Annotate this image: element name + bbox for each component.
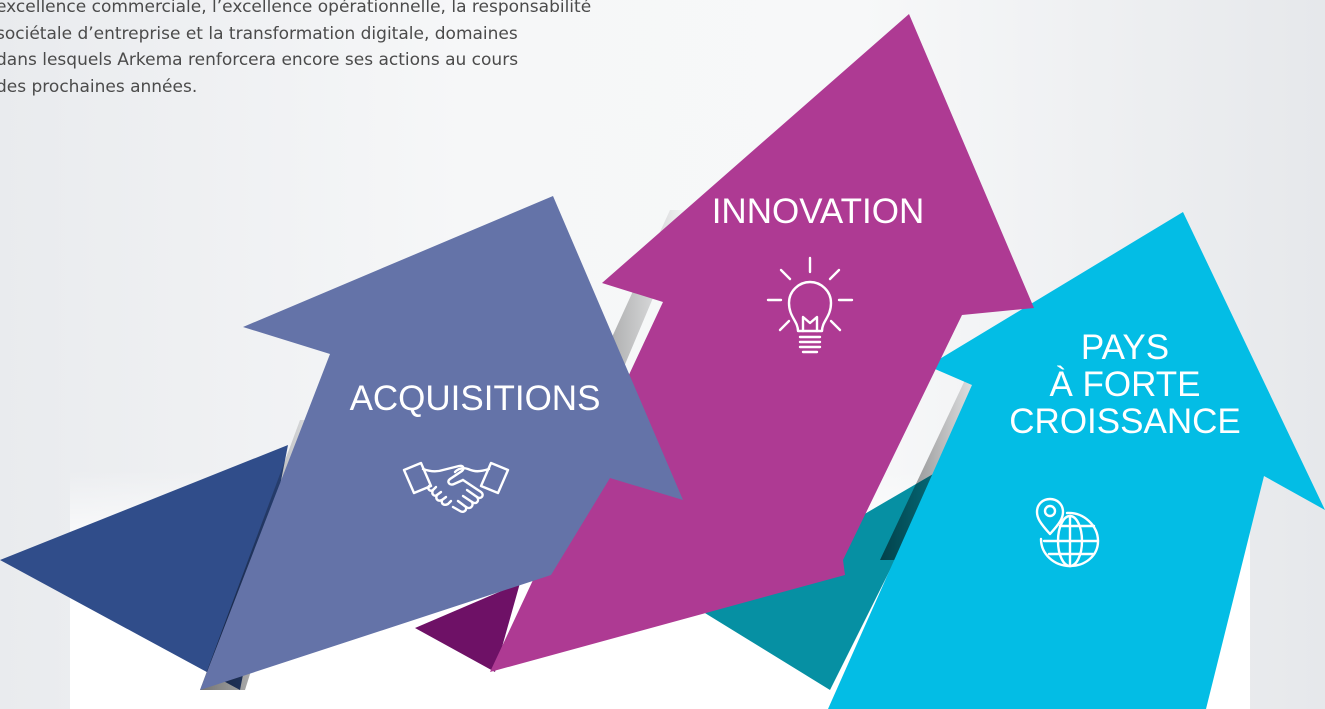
intro-line-4: des prochaines années. [0,76,198,97]
pays-label-line-3: CROISSANCE [1009,402,1241,441]
acquisitions-arrow [200,196,683,690]
lightbulb-icon [765,255,855,360]
acquisitions-label-text: ACQUISITIONS [349,379,601,418]
innovation-label-text: INNOVATION [711,192,925,231]
intro-paragraph: excellence commerciale, l’excellence opé… [0,0,756,100]
pays-label: PAYS À FORTE CROISSANCE [980,329,1270,440]
acquisitions-arrow-back [0,445,288,690]
pays-label-line-2: À FORTE [1049,365,1201,404]
pays-label-line-1: PAYS [1080,328,1170,367]
handshake-icon [401,460,511,522]
innovation-arrow [490,14,1034,672]
globe-pin-icon [1032,496,1102,568]
intro-line-2: sociétale d’entreprise et la transformat… [0,23,518,44]
innovation-arrow-back [415,583,520,672]
pays-arrow [828,212,1325,709]
intro-line-3: dans lesquels Arkema renforcera encore s… [0,50,519,70]
intro-line-1: excellence commerciale, l’excellence opé… [0,0,592,17]
innovation-label: INNOVATION [688,193,948,230]
acquisitions-label: ACQUISITIONS [320,380,630,417]
